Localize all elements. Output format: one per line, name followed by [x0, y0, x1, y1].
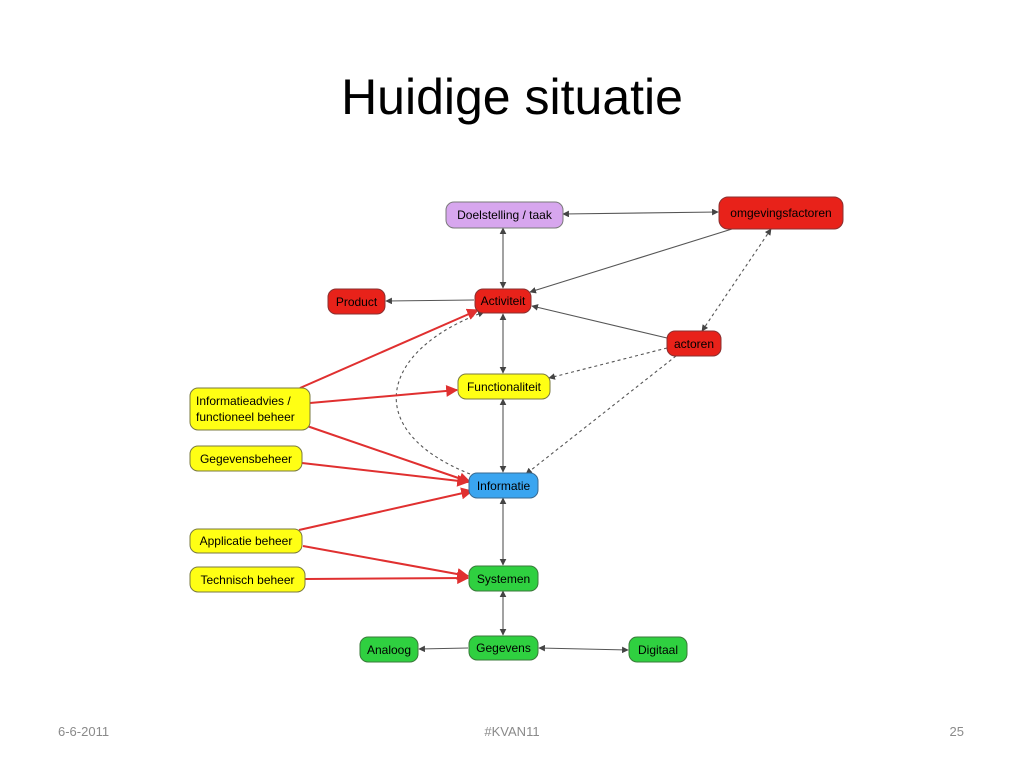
footer-date: 6-6-2011: [58, 724, 110, 739]
node-functionaliteit[interactable]: Functionaliteit: [457, 373, 551, 400]
node-label: Gegevensbeheer: [200, 452, 292, 466]
footer-tag: #KVAN11: [484, 724, 540, 739]
node-gegevensbeheer[interactable]: Gegevensbeheer: [189, 445, 303, 472]
edge-applicatiebeheer-informatie: [298, 487, 474, 531]
node-label: Informatie: [477, 479, 531, 493]
node-analoog[interactable]: Analoog: [359, 636, 419, 663]
node-label: omgevingsfactoren: [730, 206, 831, 220]
edge-applicatiebeheer-systemen: [302, 545, 470, 580]
node-applicatie-beheer[interactable]: Applicatie beheer: [189, 528, 303, 554]
dotted-edges: [395, 228, 772, 475]
edge-omgevingsfactoren-activiteit: [529, 228, 733, 294]
edge-doelstelling-omgevingsfactoren: [562, 208, 719, 218]
node-technisch-beheer[interactable]: Technisch beheer: [189, 566, 306, 593]
node-label: Activiteit: [481, 294, 526, 308]
node-label: Digitaal: [638, 643, 678, 657]
edge-actoren-functionaliteit: [548, 347, 668, 380]
edge-informatieadvies-functionaliteit: [309, 384, 459, 404]
edge-activiteit-product: [385, 297, 475, 305]
node-informatieadvies[interactable]: Informatieadvies / functioneel beheer: [189, 387, 311, 431]
node-label: Functionaliteit: [467, 380, 542, 394]
node-systemen[interactable]: Systemen: [468, 565, 539, 592]
edge-informatieadvies-activiteit: [299, 308, 480, 389]
node-doelstelling[interactable]: Doelstelling / taak: [445, 201, 564, 229]
node-label: Applicatie beheer: [200, 534, 293, 548]
node-activiteit[interactable]: Activiteit: [474, 288, 532, 314]
edge-informatieadvies-informatie: [306, 425, 472, 485]
gray-edges: [385, 208, 733, 654]
node-product[interactable]: Product: [327, 288, 386, 315]
edge-actoren-activiteit: [531, 304, 668, 339]
node-informatie[interactable]: Informatie: [468, 472, 539, 499]
node-label: Product: [336, 295, 378, 309]
edge-technischbeheer-systemen: [304, 572, 470, 585]
node-label: actoren: [674, 337, 714, 351]
edge-gegevens-analoog: [418, 645, 469, 653]
node-label: Analoog: [367, 643, 411, 657]
node-digitaal[interactable]: Digitaal: [628, 636, 688, 663]
edge-actoren-omgevingsfactoren: [701, 228, 772, 332]
slide-title: Huidige situatie: [341, 69, 683, 125]
node-actoren[interactable]: actoren: [666, 330, 722, 357]
edge-gegevens-digitaal: [538, 644, 629, 654]
node-label-line2: functioneel beheer: [196, 410, 295, 424]
footer-page-number: 25: [949, 724, 964, 739]
edge-actoren-informatie: [525, 355, 677, 475]
node-label: Gegevens: [476, 641, 531, 655]
red-edges: [298, 308, 480, 585]
node-gegevens[interactable]: Gegevens: [468, 635, 539, 661]
node-label-line1: Informatieadvies /: [196, 394, 291, 408]
edge-gegevensbeheer-informatie: [301, 462, 470, 487]
node-label: Doelstelling / taak: [457, 208, 553, 222]
node-label: Systemen: [477, 572, 530, 586]
node-label: Technisch beheer: [200, 573, 294, 587]
node-omgevingsfactoren[interactable]: omgevingsfactoren: [718, 196, 844, 230]
